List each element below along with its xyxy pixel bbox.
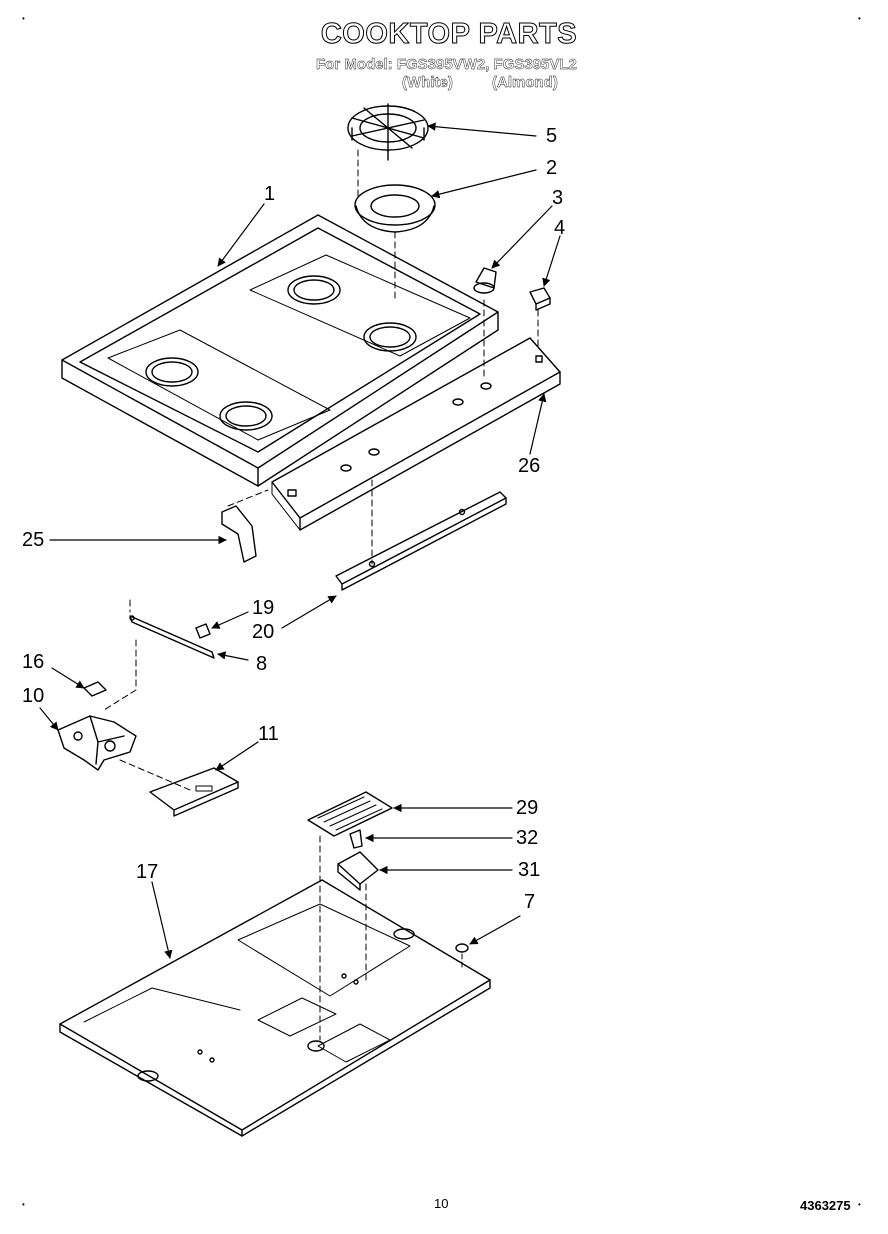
variant-white: (White) [402, 74, 453, 91]
part-mounting-plate [149, 767, 239, 817]
corner-mark-bl: • [22, 1200, 25, 1209]
callout-26: 26 [518, 455, 541, 477]
page-header: COOKTOP PARTS [0, 18, 888, 51]
part-base-tray [59, 879, 491, 1137]
part-grate [347, 103, 429, 161]
callout-7: 7 [524, 891, 536, 913]
callout-32: 32 [516, 827, 539, 849]
callout-10: 10 [22, 685, 45, 707]
callout-29: 29 [516, 797, 539, 819]
part-end-cap [221, 505, 257, 563]
callout-3: 3 [552, 187, 564, 209]
part-vent-grille [307, 791, 393, 837]
part-strip [129, 615, 215, 659]
corner-mark-tr: • [858, 14, 861, 23]
callout-4: 4 [554, 217, 566, 239]
model-line: For Model: FGS395VW2, FGS395VL2 [316, 56, 577, 73]
callout-8: 8 [256, 653, 268, 675]
callout-17: 17 [136, 861, 159, 883]
callout-20: 20 [252, 621, 275, 643]
part-bracket-bar [335, 491, 507, 591]
page-number: 10 [434, 1196, 449, 1211]
part-knob [473, 267, 497, 381]
callout-25: 25 [22, 529, 45, 551]
callout-11: 11 [258, 723, 279, 745]
part-valve-assembly [57, 715, 191, 791]
page-title: COOKTOP PARTS [320, 18, 578, 51]
part-control-panel [271, 337, 561, 531]
variant-almond: (Almond) [492, 74, 558, 91]
part-nut [455, 943, 469, 971]
part-bracket-31 [337, 851, 379, 891]
callout-16: 16 [22, 651, 45, 673]
doc-number: 4363275 [800, 1198, 851, 1213]
leader-lines [39, 122, 561, 959]
part-switch [529, 287, 551, 351]
corner-mark-br: • [858, 1200, 861, 1209]
part-burner-bowl [354, 184, 436, 233]
callout-5: 5 [546, 125, 558, 147]
part-clip-32 [349, 829, 363, 849]
callout-19: 19 [252, 597, 275, 619]
callout-1: 1 [264, 183, 276, 205]
callout-2: 2 [546, 157, 558, 179]
part-cooktop [61, 214, 499, 487]
corner-mark-tl: • [22, 14, 25, 23]
callout-31: 31 [518, 859, 541, 881]
part-small-clip [83, 681, 107, 697]
